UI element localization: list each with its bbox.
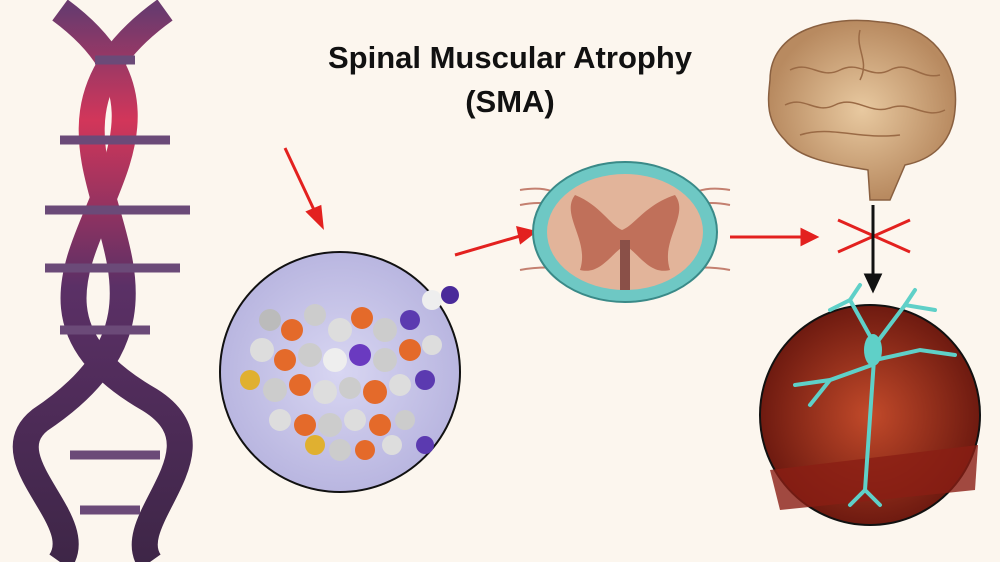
title-line-2: (SMA)	[465, 84, 555, 119]
page-title: Spinal Muscular Atrophy (SMA)	[250, 36, 770, 124]
arrow-dna-to-protein	[283, 147, 324, 231]
brain	[767, 19, 957, 201]
arrow-spinal-cord-to-brain-path	[730, 227, 820, 247]
title-line-1: Spinal Muscular Atrophy	[327, 40, 692, 75]
smn-protein	[219, 251, 461, 493]
spinal-cord-cross-section	[519, 161, 731, 303]
arrow-protein-to-spinal-cord	[454, 225, 538, 257]
protein-atoms	[240, 286, 459, 461]
arrow-brain-to-neuron	[863, 205, 883, 294]
motor-neuron	[759, 283, 981, 526]
dna-helix	[12, 0, 193, 562]
